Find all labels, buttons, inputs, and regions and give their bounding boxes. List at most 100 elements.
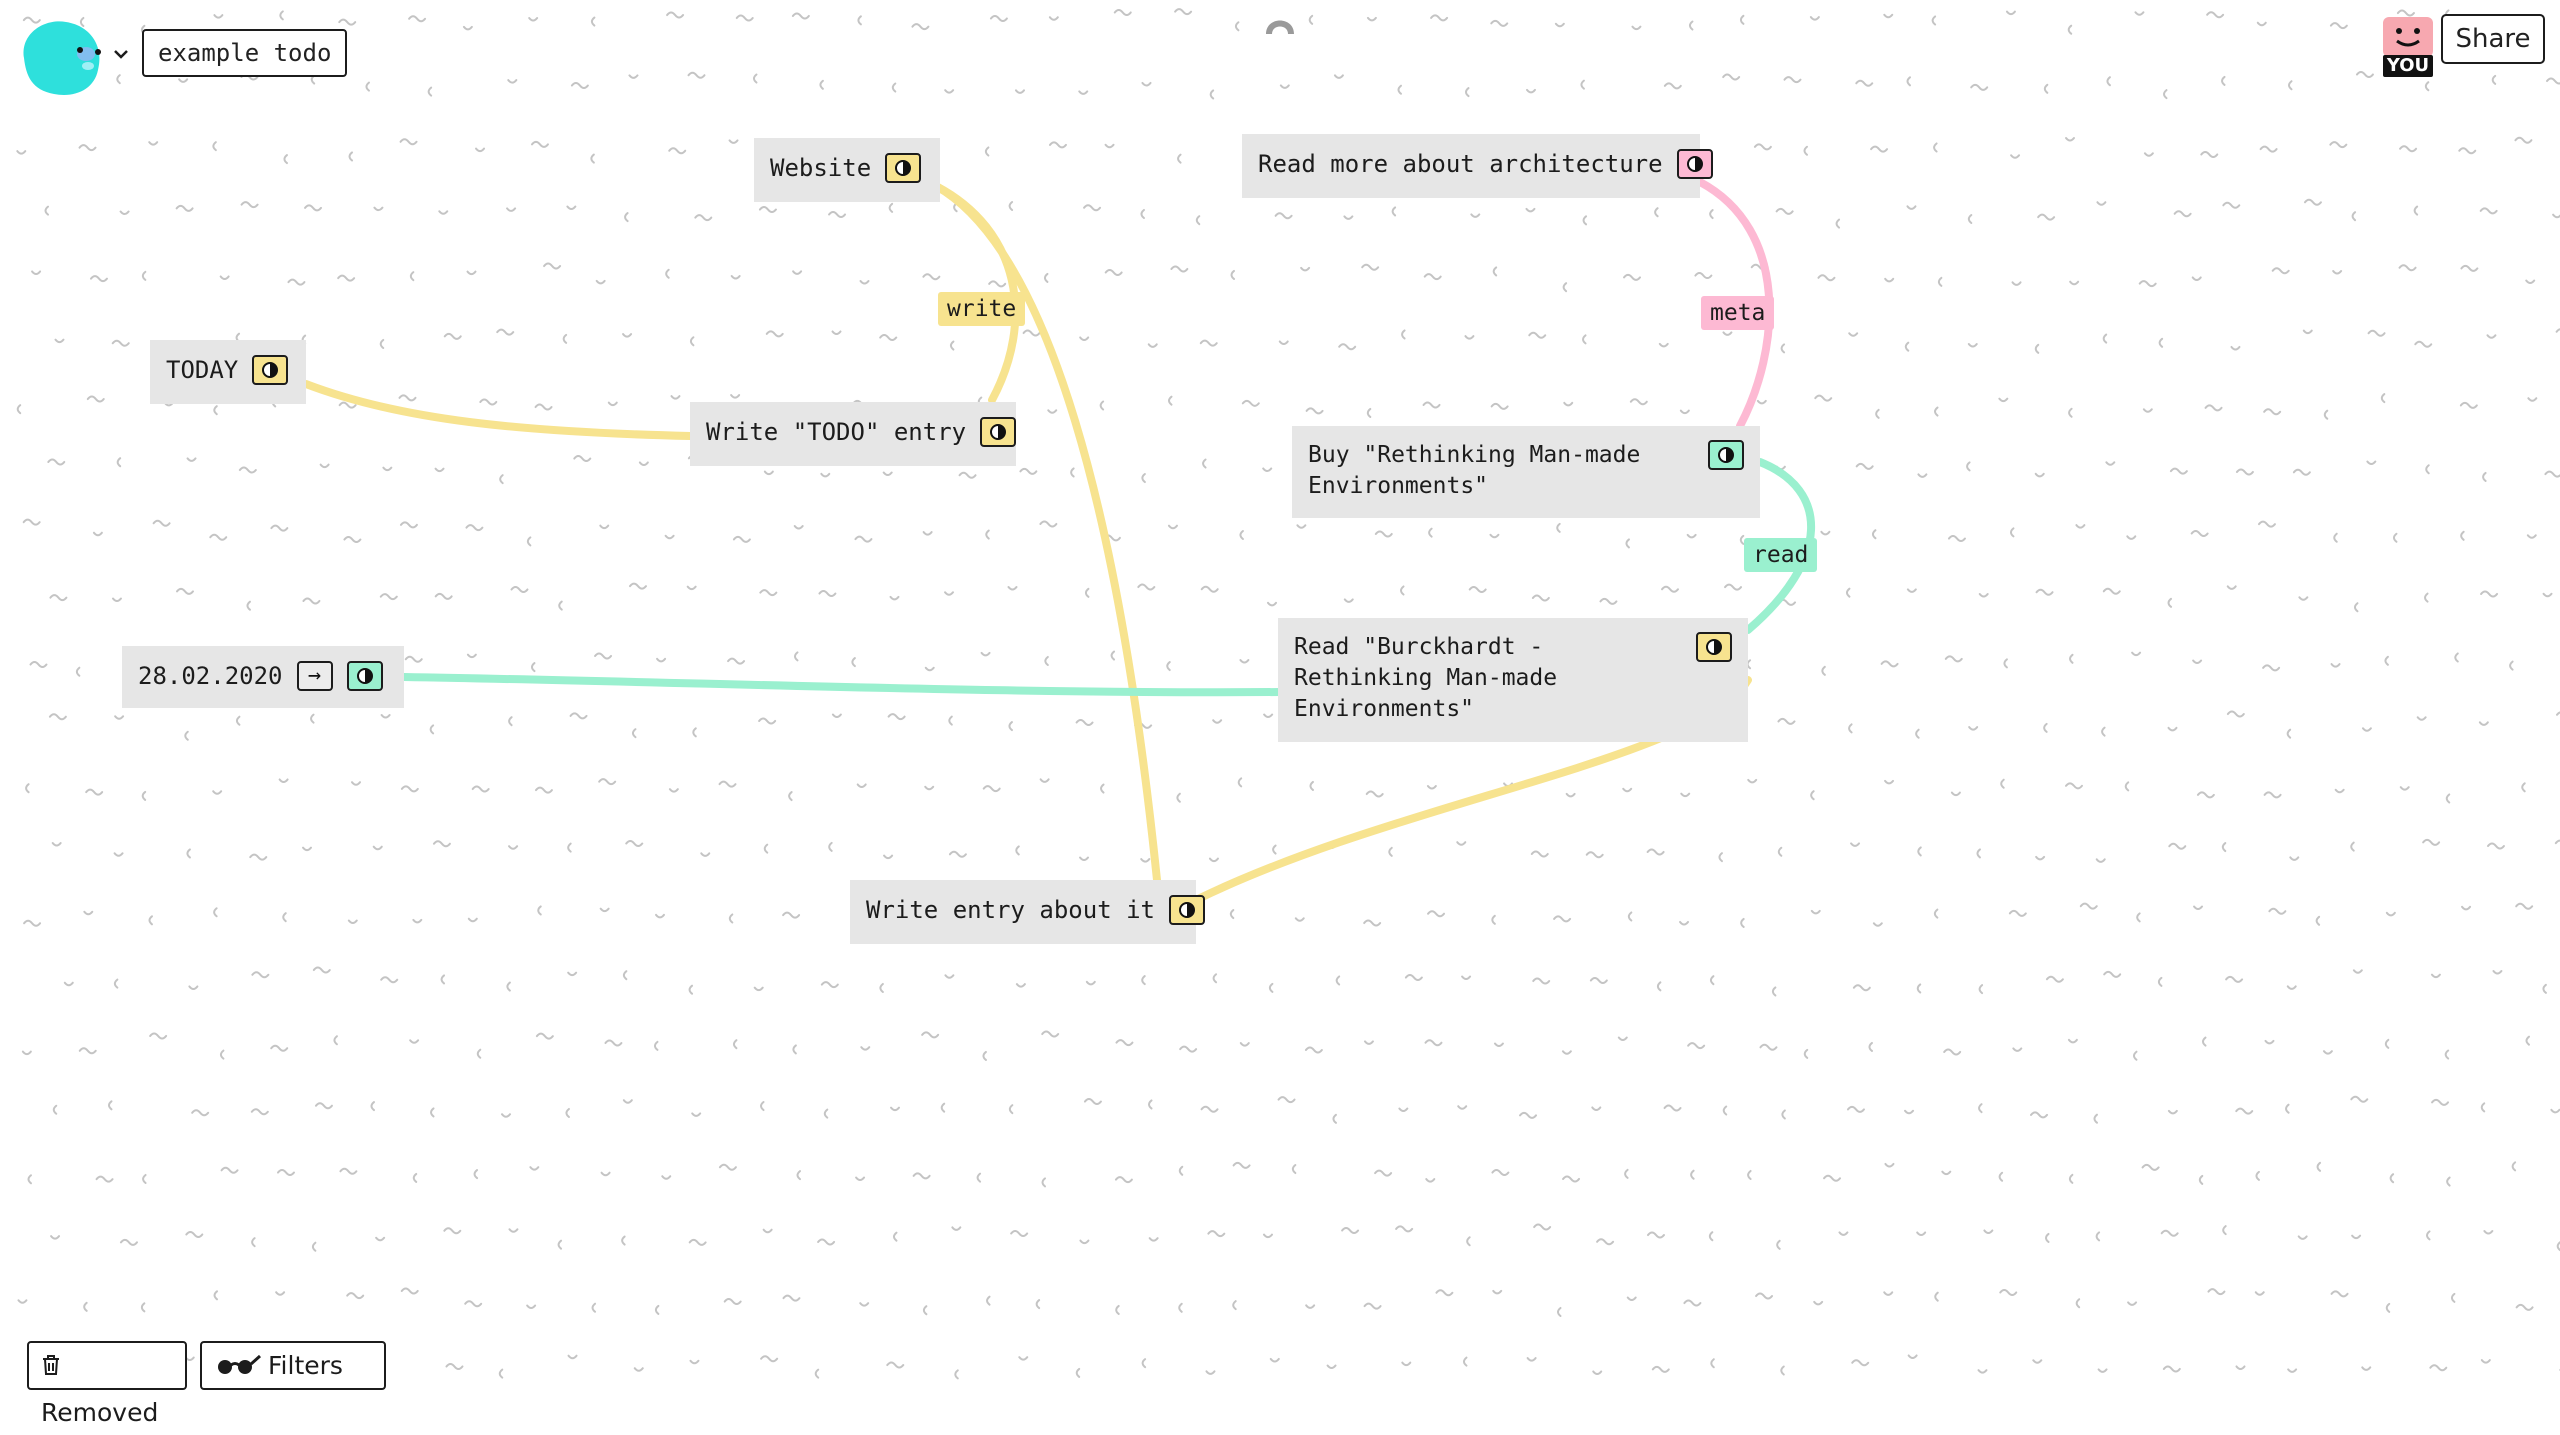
squiggle-mark (1883, 13, 1894, 19)
squiggle-mark (499, 474, 504, 485)
card-buy-book[interactable]: Buy "Rethinking Man-made Environments" (1292, 426, 1760, 518)
squiggle-mark (730, 394, 741, 399)
removed-button[interactable]: Removed (27, 1341, 187, 1427)
squiggle-mark (339, 1167, 358, 1175)
status-toggle[interactable] (252, 355, 289, 385)
board-avatar-logo[interactable] (14, 14, 104, 98)
link-today-write-todo[interactable] (302, 380, 694, 440)
squiggle-mark (656, 657, 667, 663)
squiggle-mark (1810, 909, 1821, 915)
squiggle-mark (2235, 1365, 2246, 1370)
squiggle-mark (304, 204, 323, 212)
squiggle-mark (1167, 524, 1178, 530)
status-toggle[interactable] (980, 417, 1017, 447)
squiggle-mark (430, 1107, 435, 1118)
board-title[interactable]: example todo (142, 29, 348, 77)
squiggle-mark (2158, 337, 2164, 348)
user-avatar[interactable] (2383, 17, 2433, 57)
squiggle-mark (1424, 1039, 1443, 1047)
squiggle-mark (279, 10, 284, 21)
connection-label-meta[interactable]: meta (1701, 296, 1775, 330)
squiggle-mark (883, 854, 894, 860)
status-toggle[interactable] (346, 661, 383, 691)
card-write-todo[interactable]: Write "TODO" entry (690, 402, 1017, 466)
squiggle-mark (2096, 201, 2107, 206)
status-toggle[interactable] (1676, 149, 1713, 179)
squiggle-mark (2271, 267, 2290, 275)
half-circle-icon (262, 362, 279, 378)
card-date[interactable]: 28.02.2020→ (122, 646, 404, 708)
board-menu-chevron[interactable] (113, 46, 129, 60)
squiggle-mark (17, 1299, 28, 1304)
squiggle-mark (1933, 142, 1938, 153)
squiggle-mark (624, 212, 629, 223)
squiggle-mark (1623, 273, 1642, 281)
squiggle-mark (1148, 1237, 1159, 1242)
squiggle-mark (1363, 1040, 1374, 1045)
squiggle-mark (2444, 1049, 2450, 1060)
card-read-book[interactable]: Read "Burckhardt - Rethinking Man-made E… (1278, 618, 1748, 742)
squiggle-mark (1015, 983, 1026, 988)
squiggle-mark (1022, 329, 1041, 337)
squiggle-mark (1140, 208, 1145, 219)
connection-label-read[interactable]: read (1744, 538, 1818, 572)
squiggle-mark (111, 339, 130, 347)
squiggle-mark (188, 985, 199, 990)
squiggle-mark (2552, 213, 2560, 219)
squiggle-mark (2556, 711, 2560, 716)
squiggle-mark (75, 666, 81, 677)
squiggle-mark (1209, 89, 1215, 100)
link-architecture-buy[interactable] (1696, 178, 1774, 430)
squiggle-mark (2095, 858, 2106, 863)
squiggle-mark (1422, 401, 1441, 409)
squiggle-mark (1934, 1291, 1939, 1302)
half-circle-icon (1706, 639, 1722, 655)
link-website-write-entry[interactable] (932, 182, 1161, 884)
squiggle-mark (1492, 1289, 1503, 1295)
squiggle-mark (1115, 1039, 1134, 1047)
squiggle-mark (2413, 205, 2419, 216)
status-toggle[interactable] (1168, 895, 1205, 925)
status-toggle[interactable] (1708, 440, 1744, 470)
squiggle-mark (2202, 1036, 2207, 1047)
squiggle-mark (1268, 982, 1274, 993)
squiggle-mark (1679, 409, 1690, 415)
squiggle-mark (1814, 394, 1833, 402)
squiggle-mark (238, 466, 257, 474)
squiggle-mark (2003, 658, 2008, 669)
squiggle-mark (1277, 1096, 1296, 1104)
squiggle-mark (692, 727, 697, 738)
squiggle-mark (1104, 143, 1115, 149)
filters-button[interactable]: Filters (200, 1341, 386, 1390)
squiggle-mark (1461, 975, 1472, 981)
connection-label-write[interactable]: write (938, 292, 1026, 326)
status-toggle[interactable] (885, 153, 922, 183)
card-today[interactable]: TODAY (150, 340, 306, 404)
squiggle-mark (2222, 201, 2241, 209)
card-write-entry[interactable]: Write entry about it (850, 880, 1205, 944)
share-button[interactable]: Share (2441, 14, 2545, 64)
squiggle-mark (622, 970, 628, 981)
card-read-architecture[interactable]: Read more about architecture (1242, 134, 1713, 198)
squiggle-mark (1631, 25, 1642, 31)
squiggle-mark (1846, 1105, 1865, 1113)
squiggle-mark (595, 279, 606, 285)
squiggle-mark (311, 1241, 317, 1252)
status-toggle[interactable] (1696, 632, 1732, 662)
squiggle-mark (1427, 910, 1446, 918)
squiggle-mark (2303, 198, 2322, 206)
squiggle-mark (365, 81, 370, 92)
date-arrow-button[interactable]: → (296, 661, 333, 691)
squiggle-mark (1048, 16, 1059, 21)
squiggle-mark (2173, 210, 2192, 218)
squiggle-mark (828, 210, 847, 218)
card-website[interactable]: Website (754, 138, 940, 202)
squiggle-mark (2075, 1298, 2081, 1309)
squiggle-mark (2385, 1302, 2391, 1313)
squiggle-mark (1622, 787, 1633, 793)
squiggle-mark (141, 270, 147, 281)
link-buy-read-book[interactable] (1744, 458, 1815, 634)
squiggle-mark (1079, 336, 1090, 341)
squiggle-mark (2329, 141, 2348, 149)
link-date-read-book[interactable] (400, 673, 1284, 697)
